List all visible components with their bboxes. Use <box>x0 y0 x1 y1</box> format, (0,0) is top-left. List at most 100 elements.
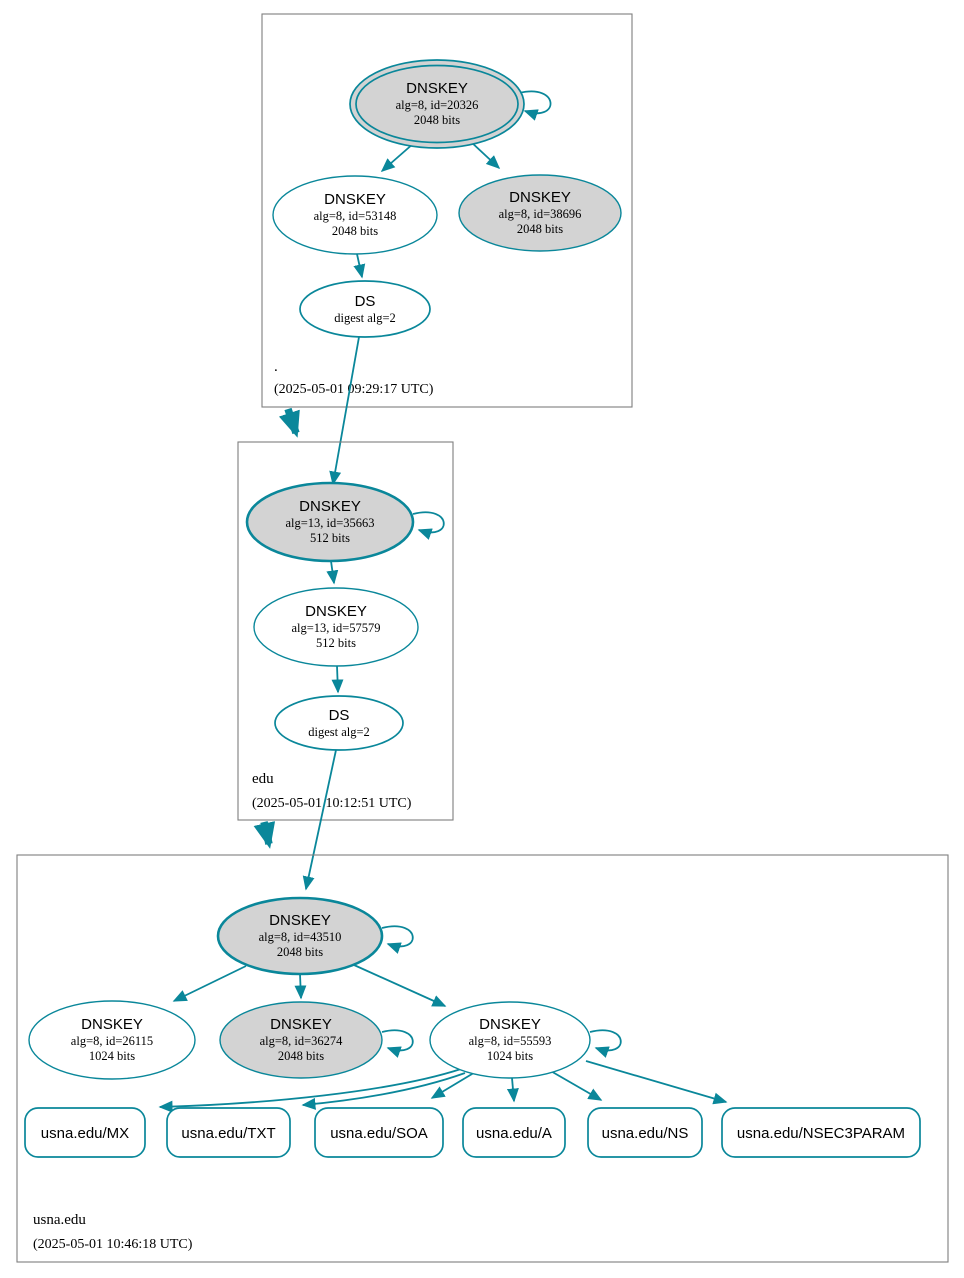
node-bits: 2048 bits <box>414 113 460 127</box>
edge-selfloop-dnskey-36274 <box>381 1029 414 1058</box>
node-detail: alg=8, id=38696 <box>499 207 582 221</box>
node-bits: 1024 bits <box>487 1049 533 1063</box>
edge-selfloop-dnskey-20326 <box>518 90 552 121</box>
node-detail: digest alg=2 <box>308 725 370 739</box>
zone-usna-edu: usna.edu (2025-05-01 10:46:18 UTC) DNSKE… <box>16 854 949 1263</box>
zone-label-usna-edu: usna.edu <box>33 1212 86 1228</box>
node-dnskey-26115[interactable]: DNSKEY alg=8, id=26115 1024 bits <box>28 1000 196 1080</box>
node-ellipse <box>272 175 438 255</box>
node-detail: alg=8, id=26115 <box>71 1034 153 1048</box>
node-dnskey-36274[interactable]: DNSKEY alg=8, id=36274 2048 bits <box>219 1001 383 1079</box>
node-dnskey-35663[interactable]: DNSKEY alg=13, id=35663 512 bits <box>245 481 415 563</box>
node-title: DS <box>329 707 350 724</box>
node-dnskey-38696[interactable]: DNSKEY alg=8, id=38696 2048 bits <box>458 174 622 252</box>
node-title: DNSKEY <box>270 1016 332 1033</box>
node-bits: 512 bits <box>316 636 356 650</box>
node-ellipse <box>274 695 404 751</box>
node-title: DNSKEY <box>406 80 468 97</box>
rrset-usna-edu-txt[interactable]: usna.edu/TXT <box>166 1107 291 1158</box>
node-ellipse <box>216 896 384 976</box>
edge-zone-root-to-edu <box>278 407 300 438</box>
node-ellipse <box>28 1000 196 1080</box>
edge-dnskey-43510-36274 <box>294 973 307 1000</box>
node-title: DS <box>355 293 376 310</box>
node-ellipse <box>219 1001 383 1079</box>
node-ellipse <box>429 1001 591 1079</box>
edge-dnskey-55593-rrset-soa <box>430 1070 478 1099</box>
node-bits: 2048 bits <box>332 224 378 238</box>
node-dnskey-20326[interactable]: DNSKEY alg=8, id=20326 2048 bits <box>349 59 525 149</box>
zone-timestamp-usna-edu: (2025-05-01 10:46:18 UTC) <box>33 1237 193 1252</box>
rrset-rect <box>24 1107 146 1158</box>
node-dnskey-55593[interactable]: DNSKEY alg=8, id=55593 1024 bits <box>429 1001 591 1079</box>
node-detail: alg=13, id=57579 <box>291 621 380 635</box>
node-detail: alg=8, id=20326 <box>396 98 479 112</box>
edge-ds-root-dnskey-35663 <box>329 336 360 486</box>
zone-box-root <box>261 13 633 408</box>
node-ds-root[interactable]: DS digest alg=2 <box>299 280 431 338</box>
edge-ds-edu-dnskey-43510 <box>302 749 337 891</box>
node-ellipse <box>253 587 419 667</box>
rrset-usna-edu-a[interactable]: usna.edu/A <box>462 1107 566 1158</box>
rrset-label: usna.edu/NSEC3PARAM <box>737 1125 905 1142</box>
zone-label-edu: edu <box>252 771 274 787</box>
edge-dnskey-55593-rrset-ns <box>548 1069 603 1101</box>
rrset-label: usna.edu/SOA <box>330 1125 428 1142</box>
edge-dnskey-55593-rrset-txt <box>301 1072 466 1110</box>
node-ds-edu[interactable]: DS digest alg=2 <box>274 695 404 751</box>
rrset-usna-edu-mx[interactable]: usna.edu/MX <box>24 1107 146 1158</box>
zone-timestamp-edu: (2025-05-01 10:12:51 UTC) <box>252 796 412 811</box>
rrset-label: usna.edu/TXT <box>181 1125 275 1142</box>
edge-selfloop-dnskey-35663 <box>412 511 445 540</box>
rrset-usna-edu-ns[interactable]: usna.edu/NS <box>587 1107 703 1158</box>
node-title: DNSKEY <box>324 191 386 208</box>
zone-root: . (2025-05-01 09:29:17 UTC) DNSKEY alg=8… <box>261 13 633 408</box>
edge-dnskey-55593-rrset-a <box>506 1077 519 1103</box>
node-title: DNSKEY <box>299 498 361 515</box>
node-ellipse <box>245 481 415 563</box>
edge-dnskey-35663-57579 <box>326 560 339 585</box>
zone-edu: edu (2025-05-01 10:12:51 UTC) DNSKEY alg… <box>237 441 454 821</box>
zone-box-usna-edu <box>16 854 949 1263</box>
rrset-label: usna.edu/NS <box>602 1125 689 1142</box>
node-dnskey-43510[interactable]: DNSKEY alg=8, id=43510 2048 bits <box>216 896 384 976</box>
edge-dnskey-55593-rrset-mx <box>158 1068 462 1113</box>
node-bits: 1024 bits <box>89 1049 135 1063</box>
edge-dnskey-43510-26115 <box>172 965 247 1002</box>
zone-box-edu <box>237 441 454 821</box>
rrset-rect <box>462 1107 566 1158</box>
rrset-label: usna.edu/A <box>476 1125 552 1142</box>
rrset-label: usna.edu/MX <box>41 1125 129 1142</box>
edge-dnskey-20326-53148 <box>380 142 415 172</box>
node-dnskey-57579[interactable]: DNSKEY alg=13, id=57579 512 bits <box>253 587 419 667</box>
edge-dnskey-55593-rrset-nsec3param <box>585 1060 728 1105</box>
node-ellipse-inner <box>355 64 519 144</box>
rrset-usna-edu-soa[interactable]: usna.edu/SOA <box>314 1107 444 1158</box>
node-ellipse <box>458 174 622 252</box>
node-bits: 512 bits <box>310 531 350 545</box>
node-ellipse <box>299 280 431 338</box>
edge-dnskey-57579-ds-edu <box>331 665 344 694</box>
node-title: DNSKEY <box>509 189 571 206</box>
zone-timestamp-root: (2025-05-01 09:29:17 UTC) <box>274 382 434 397</box>
node-detail: alg=8, id=55593 <box>469 1034 552 1048</box>
node-detail: alg=8, id=43510 <box>259 930 342 944</box>
node-bits: 2048 bits <box>277 945 323 959</box>
node-detail: alg=8, id=53148 <box>314 209 397 223</box>
edge-dnskey-53148-ds-root <box>353 253 366 279</box>
rrset-rect <box>314 1107 444 1158</box>
node-title: DNSKEY <box>269 912 331 929</box>
node-detail: digest alg=2 <box>334 311 396 325</box>
rrset-rect <box>587 1107 703 1158</box>
node-title: DNSKEY <box>479 1016 541 1033</box>
edge-selfloop-dnskey-43510 <box>381 925 414 954</box>
edge-selfloop-dnskey-55593 <box>589 1029 622 1058</box>
node-bits: 2048 bits <box>278 1049 324 1063</box>
node-title: DNSKEY <box>81 1016 143 1033</box>
edge-dnskey-20326-38696 <box>469 140 501 170</box>
rrset-usna-edu-nsec3param[interactable]: usna.edu/NSEC3PARAM <box>721 1107 921 1158</box>
node-detail: alg=8, id=36274 <box>260 1034 344 1048</box>
edge-zone-edu-to-usna <box>253 821 276 849</box>
node-dnskey-53148[interactable]: DNSKEY alg=8, id=53148 2048 bits <box>272 175 438 255</box>
